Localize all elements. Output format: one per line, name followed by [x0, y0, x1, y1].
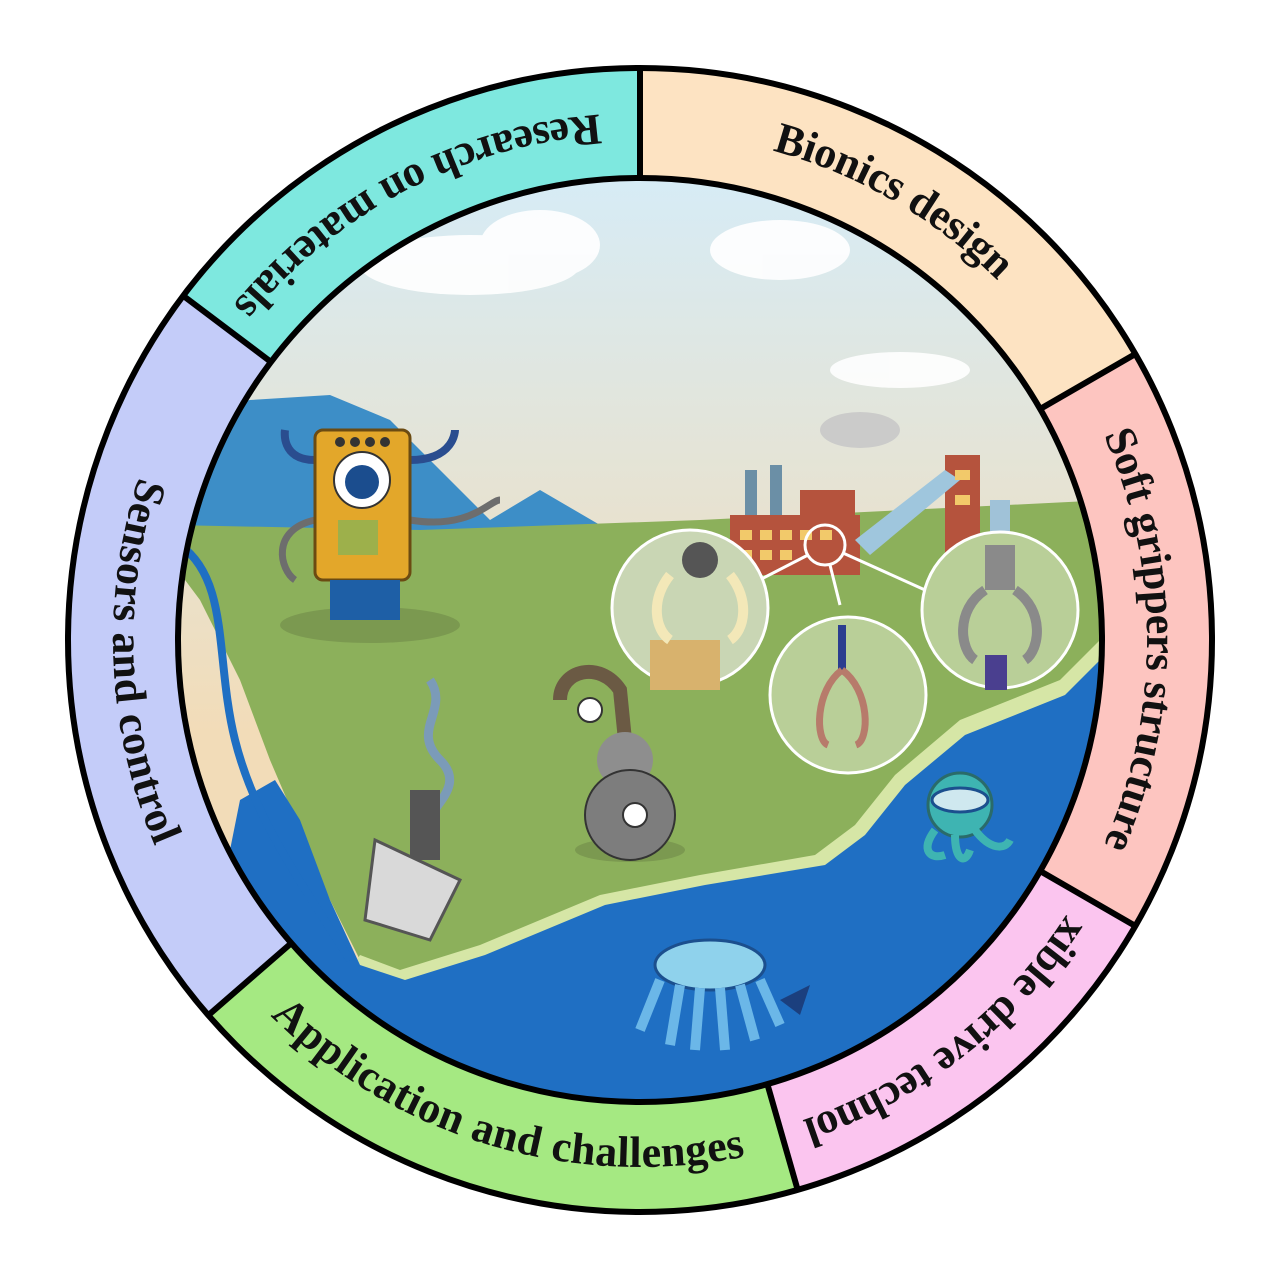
scene-illustration: [178, 178, 1102, 1102]
divider-materials: [181, 293, 273, 365]
divider-grippers: [1038, 351, 1137, 412]
scoop-gripper: [363, 677, 463, 942]
clouds: [360, 210, 970, 448]
water: [178, 650, 1102, 1102]
segment-bionics: [640, 68, 1136, 409]
segment-application: [208, 943, 798, 1212]
divider-sensors: [206, 940, 294, 1018]
jellyfish-robot: [635, 938, 810, 1051]
river: [178, 541, 354, 963]
divider-application: [764, 1083, 801, 1191]
bionic-robot: [278, 428, 501, 643]
gripper-inset-left: [610, 528, 770, 690]
divider-drive: [1038, 868, 1137, 929]
octopus-robot: [923, 771, 1014, 863]
segment-sensors: [67, 295, 292, 1016]
topic-ring: [67, 68, 1213, 1212]
segment-materials: [183, 68, 640, 362]
gripper-inset-middle: [768, 615, 928, 775]
segment-dividers: [181, 68, 1137, 1191]
segment-grippers: [1040, 354, 1213, 926]
gourd-robot: [553, 665, 685, 862]
segment-drive: [767, 871, 1136, 1190]
gripper-inset-right: [920, 530, 1080, 690]
